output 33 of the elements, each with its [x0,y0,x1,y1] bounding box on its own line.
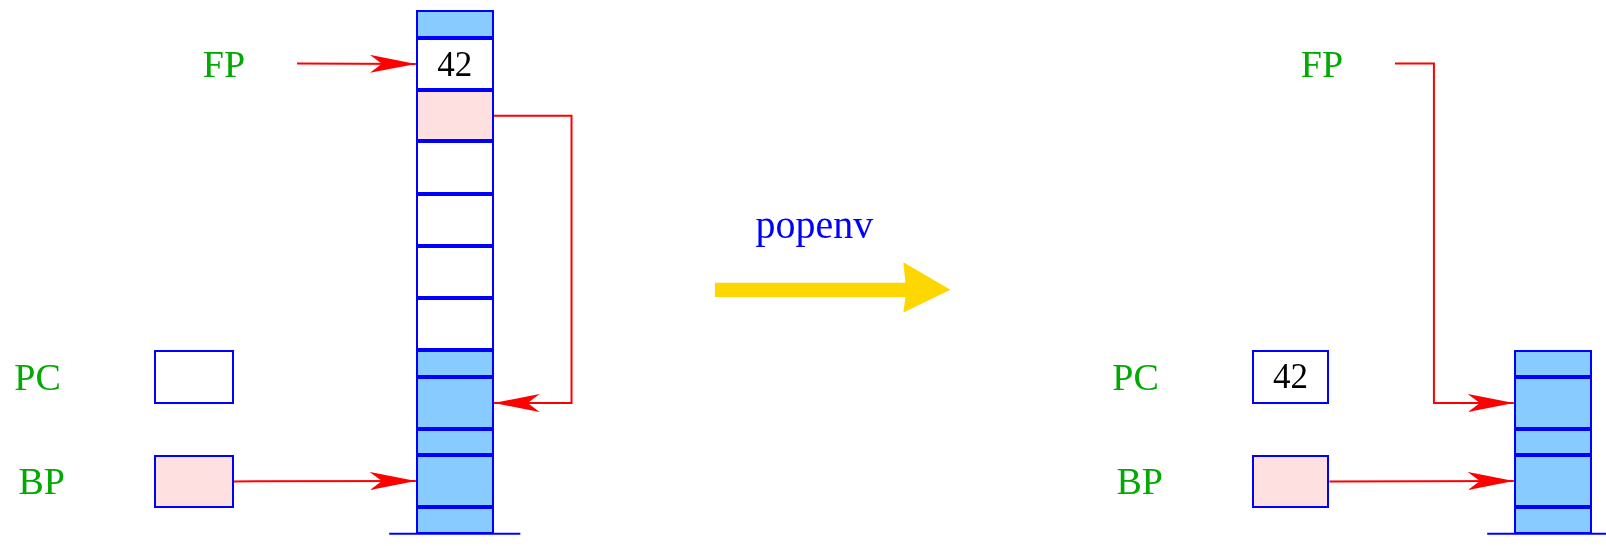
register-box: 42 [1251,350,1330,404]
arrow [1394,62,1515,413]
operation-label: popenv [755,204,874,245]
register-label: BP [1116,462,1163,501]
register-label: BP [18,462,65,501]
arrow [296,54,417,73]
stack-cell [1513,429,1592,455]
stack-cell: 42 [415,37,494,91]
register-box [1251,454,1330,508]
stack-cell [415,141,494,194]
arrow [232,472,417,490]
register-box [153,350,234,404]
stack-cell [415,90,494,142]
stack-cell [1513,507,1592,534]
stack-cell [415,245,494,299]
stack-cell [415,429,494,455]
stack-cell [415,376,494,430]
stack-cell [1513,376,1592,430]
stack-cell [1513,454,1592,507]
stack-cell [415,10,494,38]
register-box [153,454,234,508]
arrow [492,114,573,413]
register-label: FP [1300,43,1365,84]
stack-cell [415,507,494,534]
stack-cell [415,193,494,246]
register-label: FP [202,43,267,84]
register-label: PC [14,357,61,396]
register-label: PC [1112,357,1159,396]
stack-cell [415,350,494,377]
stack-cell [1513,350,1592,377]
stack-cell [415,298,494,351]
arrow [1328,472,1515,490]
stack-cell [415,454,494,507]
